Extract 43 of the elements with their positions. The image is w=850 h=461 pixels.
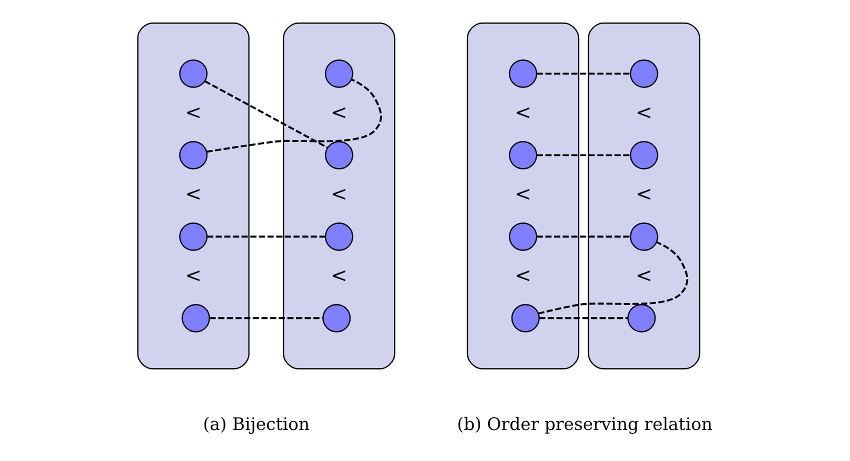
label: (a) Bijection bbox=[202, 415, 310, 436]
node-circle bbox=[510, 304, 540, 332]
node-circle bbox=[629, 140, 658, 170]
connector bbox=[536, 154, 630, 156]
cluster bbox=[587, 22, 700, 370]
label: < bbox=[184, 264, 202, 288]
node-circle bbox=[629, 60, 658, 88]
label: < bbox=[514, 101, 531, 124]
cluster bbox=[136, 22, 250, 370]
connector bbox=[536, 72, 630, 75]
label: < bbox=[635, 264, 652, 288]
label: < bbox=[330, 264, 347, 288]
connector bbox=[204, 80, 328, 148]
label: < bbox=[514, 264, 531, 288]
node-circle bbox=[324, 60, 353, 88]
label: < bbox=[330, 182, 347, 206]
node-circle bbox=[324, 140, 353, 170]
node-circle bbox=[181, 304, 210, 332]
connector bbox=[536, 236, 630, 238]
connector bbox=[538, 241, 688, 315]
label: < bbox=[184, 101, 202, 124]
node-circle bbox=[322, 304, 350, 332]
connector bbox=[538, 317, 628, 320]
label: < bbox=[635, 101, 652, 124]
cluster bbox=[282, 22, 395, 370]
node-circle bbox=[508, 140, 537, 170]
label: < bbox=[330, 101, 347, 124]
node-circle bbox=[508, 222, 537, 251]
node-circle bbox=[626, 304, 656, 332]
node-circle bbox=[629, 222, 658, 251]
node-circle bbox=[178, 140, 208, 170]
node-circle bbox=[178, 60, 208, 88]
cluster bbox=[466, 22, 579, 370]
node-circle bbox=[178, 222, 208, 251]
connector bbox=[206, 236, 325, 238]
label: (b) Order preserving relation bbox=[456, 415, 712, 436]
label: < bbox=[635, 182, 652, 206]
label: < bbox=[514, 182, 531, 206]
label: < bbox=[184, 182, 202, 206]
connector bbox=[206, 78, 382, 153]
node-circle bbox=[508, 60, 537, 88]
connector bbox=[209, 317, 322, 320]
node-circle bbox=[324, 222, 353, 251]
